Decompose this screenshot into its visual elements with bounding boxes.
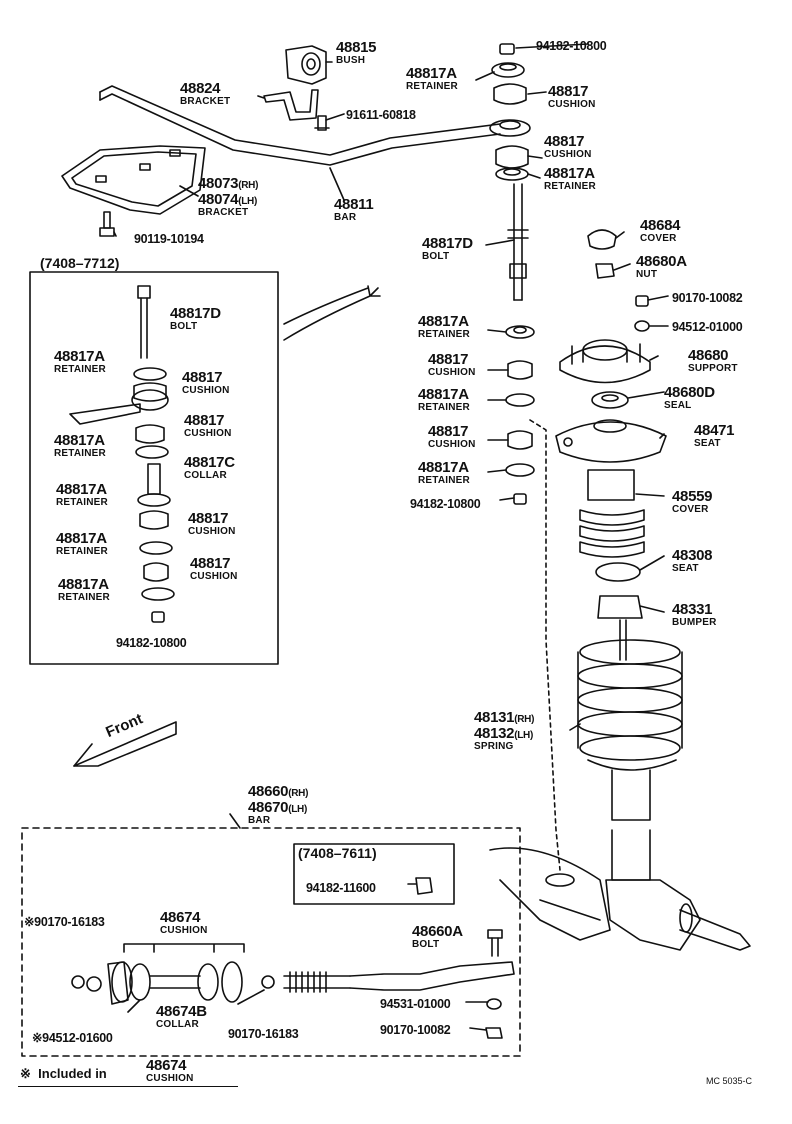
footnote-rule bbox=[18, 1086, 238, 1087]
stabilizer-bar bbox=[99, 85, 501, 166]
label-94182-11600: 94182-11600 bbox=[306, 881, 376, 895]
front-arrow bbox=[73, 721, 177, 767]
bush-48815 bbox=[285, 45, 327, 85]
footnote-text: Included in bbox=[38, 1066, 107, 1081]
label-inset-94182-10800: 94182-10800 bbox=[116, 636, 187, 650]
label-90170-10082-right: 90170-10082 bbox=[672, 291, 743, 305]
sub-header: (7408–7611) bbox=[298, 845, 377, 861]
label-90119-10194: 90119-10194 bbox=[134, 232, 204, 246]
label-48670-bar: 48670(LH)BAR bbox=[248, 799, 308, 826]
bracket-plate-48073 bbox=[61, 145, 206, 215]
label-94512-01600: ※94512-01600 bbox=[32, 1031, 113, 1045]
label-91611-60818: 91611-60818 bbox=[346, 108, 416, 122]
lower-dashed-box bbox=[21, 827, 521, 1057]
label-48660: 48660(RH) bbox=[248, 783, 309, 800]
diagram-code: MC 5035-C bbox=[706, 1076, 753, 1086]
footnote: ※ Included in bbox=[20, 1066, 107, 1082]
label-90170-16183-b: 90170-16183 bbox=[228, 1027, 299, 1041]
label-90170-16183-a: ※90170-16183 bbox=[24, 915, 105, 929]
label-48074-bracket: 48074(LH)BRACKET bbox=[198, 191, 258, 218]
label-48132-spring: 48132(LH)SPRING bbox=[474, 725, 534, 752]
bolt-48817D bbox=[507, 183, 529, 301]
label-90170-10082-bottom: 90170-10082 bbox=[380, 1023, 451, 1037]
label-48073: 48073(RH) bbox=[198, 175, 259, 192]
label-94182-10800-mid: 94182-10800 bbox=[410, 497, 481, 511]
label-94512-01000: 94512-01000 bbox=[672, 320, 743, 334]
strut-support-48680 bbox=[559, 339, 651, 384]
inset-header: (7408–7712) bbox=[40, 255, 120, 271]
label-94182-10800-top: 94182-10800 bbox=[536, 39, 607, 53]
dust-cover-48559 bbox=[579, 469, 645, 558]
inset-box bbox=[29, 271, 279, 665]
label-48131: 48131(RH) bbox=[474, 709, 535, 726]
bracket-48824 bbox=[263, 89, 319, 121]
footnote-mark: ※ bbox=[20, 1066, 31, 1081]
coil-spring-48131 bbox=[577, 639, 683, 761]
label-94531-01000: 94531-01000 bbox=[380, 997, 451, 1011]
spring-seat-48471 bbox=[555, 419, 667, 463]
